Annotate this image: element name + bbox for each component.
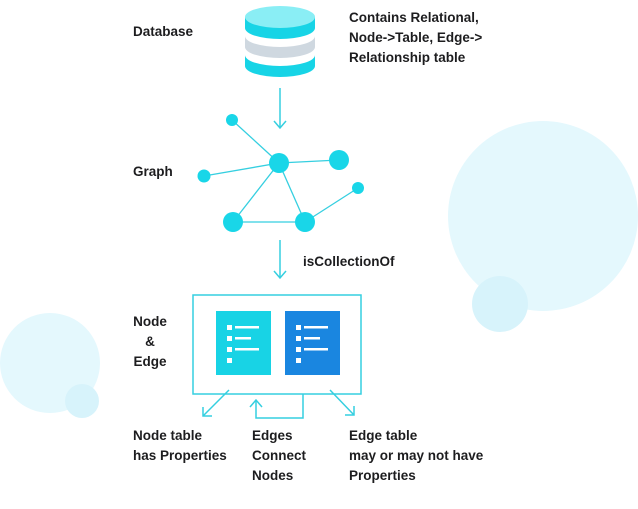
relation-label: isCollectionOf: [303, 254, 395, 269]
edge-table-card-icon: [285, 311, 340, 375]
database-label: Database: [133, 24, 194, 39]
database-note: Contains Relational, Node->Table, Edge->…: [349, 10, 483, 65]
edges-note: Edges Connect Nodes: [252, 428, 306, 483]
bubble-small-left: [65, 384, 99, 418]
arrow-to-node-table-note: [202, 389, 230, 417]
node-table-card-icon: [216, 311, 271, 375]
node-table-note: Node table has Properties: [133, 428, 227, 463]
edge-table-note: Edge table may or may not have Propertie…: [349, 428, 484, 483]
arrow-edges-connect: [249, 394, 304, 419]
graph-icon: [197, 114, 364, 232]
arrow-to-edge-table-note: [329, 389, 355, 416]
arrow-graph-to-node-edge: [273, 240, 287, 280]
database-icon: [245, 6, 315, 77]
arrow-database-to-graph: [273, 88, 287, 130]
graph-label: Graph: [133, 164, 173, 179]
background-bubbles: [0, 121, 638, 418]
bubble-large-right: [448, 121, 638, 311]
bubble-small-right: [472, 276, 528, 332]
node-edge-label: Node & Edge: [133, 314, 167, 369]
